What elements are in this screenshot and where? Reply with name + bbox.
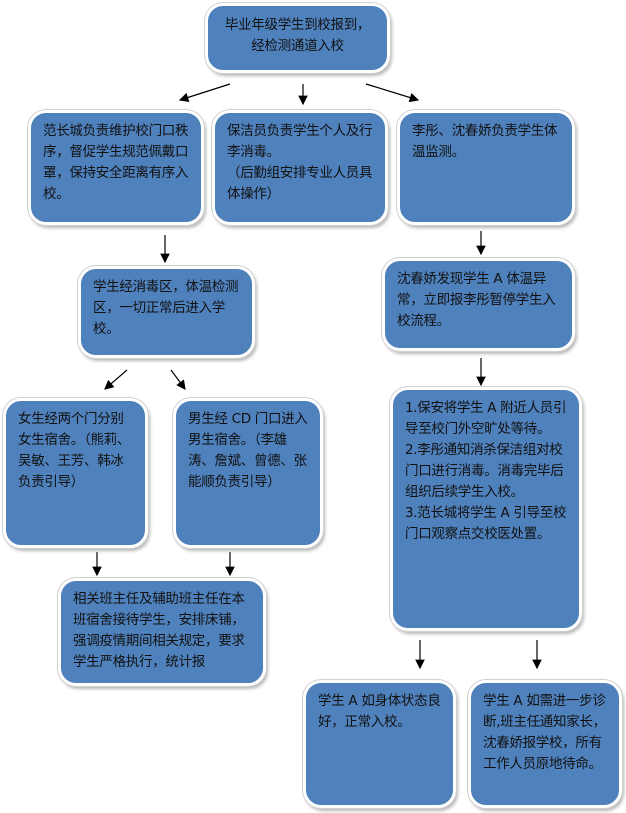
arrow (365, 83, 420, 103)
node-further: 学生 A 如需进一步诊断,班主任通知家长，沈春娇报学校，所有工作人员原地待命。 (468, 680, 622, 808)
node-good: 学生 A 如身体状态良好，正常入校。 (303, 680, 456, 808)
arrow (178, 83, 231, 103)
node-order: 范长城负责维护校门口秩序，督促学生规范佩戴口罩，保持安全距离有序入校。 (28, 110, 204, 225)
node-steps: 1.保安将学生 A 附近人员引导至校门外空旷处等待。 2.李彤通知消杀保洁组对校… (390, 387, 582, 631)
node-enter: 学生经消毒区，体温检测区，一切正常后进入学校。 (78, 266, 255, 358)
node-girls: 女生经两个门分别女生宿舍。（熊莉、吴敏、王芳、韩冰负责引导） (3, 398, 148, 548)
node-disinfect: 保洁员负责学生个人及行李消毒。 （后勤组安排专业人员具体操作） (212, 110, 388, 225)
node-abnormal: 沈春娇发现学生 A 体温异常，立即报李彤暂停学生入校流程。 (382, 258, 575, 351)
arrow (170, 369, 186, 390)
node-teachers: 相关班主任及辅助班主任在本班宿舍接待学生，安排床铺，强调疫情期间相关规定，要求学… (58, 578, 266, 686)
node-boys: 男生经 CD 门口进入男生宿舍。（李雄涛、詹斌、曾德、张能顺负责引导） (173, 398, 323, 548)
node-start: 毕业年级学生到校报到， 经检测通道入校 (205, 3, 390, 73)
node-temp: 李彤、沈春娇负责学生体温监测。 (397, 110, 575, 225)
arrow (104, 369, 128, 390)
